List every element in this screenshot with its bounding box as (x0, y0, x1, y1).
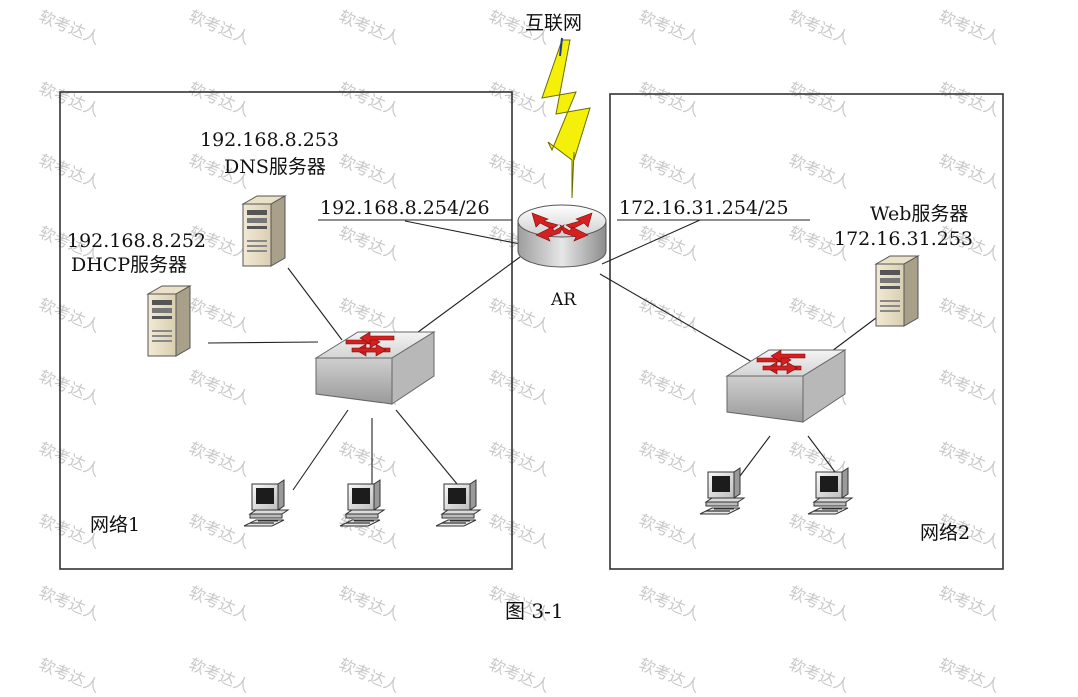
watermark-text: 软考达人 (486, 654, 553, 697)
link-router-interface2 (601, 219, 701, 265)
web-server-ip: 172.16.31.253 (834, 228, 974, 250)
network2-label: 网络2 (920, 522, 971, 544)
link-dns-switch1 (287, 267, 343, 341)
dns-server-ip: 192.168.8.253 (200, 129, 340, 151)
figure-caption: 图 3-1 (505, 599, 564, 623)
internet-lightning-icon (541, 39, 591, 199)
internet-label: 互联网 (525, 12, 583, 34)
router-icon (517, 204, 607, 268)
link-dhcp-switch1 (207, 341, 319, 344)
network1-boundary (59, 91, 513, 570)
link-switch1-pc3 (395, 409, 463, 491)
dhcp-server-icon (147, 285, 191, 357)
switch1-icon (315, 331, 435, 405)
router-interface2-ip: 172.16.31.254/25 (619, 197, 789, 219)
watermark-text: 软考达人 (36, 654, 103, 697)
link-switch2-pc2 (807, 435, 839, 477)
dhcp-server-ip: 192.168.8.252 (67, 230, 207, 252)
watermark-text: 软考达人 (936, 654, 1003, 697)
watermark-text: 软考达人 (186, 654, 253, 697)
router-label: AR (551, 290, 577, 310)
pc-icon (339, 479, 385, 527)
watermark-text: 软考达人 (786, 654, 853, 697)
link-router-switch1 (409, 256, 521, 339)
watermark-text: 软考达人 (636, 654, 703, 697)
web-server-icon (875, 255, 919, 327)
link-switch2-pc1 (739, 435, 771, 477)
internet-link-icon (559, 37, 563, 57)
pc-icon (435, 479, 481, 527)
link-router-switch2 (599, 273, 753, 363)
switch2-icon (726, 349, 846, 423)
dhcp-server-name: DHCP服务器 (71, 254, 188, 276)
network1-label: 网络1 (90, 514, 141, 536)
pc-icon (243, 479, 289, 527)
link-switch1-pc1 (292, 409, 349, 491)
pc-icon (807, 467, 853, 515)
network-topology-diagram (59, 37, 1004, 570)
link-router-interface1 (404, 220, 521, 245)
web-server-name: Web服务器 (870, 203, 969, 225)
network2-boundary (609, 93, 1004, 570)
dns-server-name: DNS服务器 (224, 156, 326, 178)
pc-icon (699, 467, 745, 515)
dns-server-icon (242, 195, 286, 267)
watermark-text: 软考达人 (336, 654, 403, 697)
router-interface1-ip: 192.168.8.254/26 (320, 197, 490, 219)
